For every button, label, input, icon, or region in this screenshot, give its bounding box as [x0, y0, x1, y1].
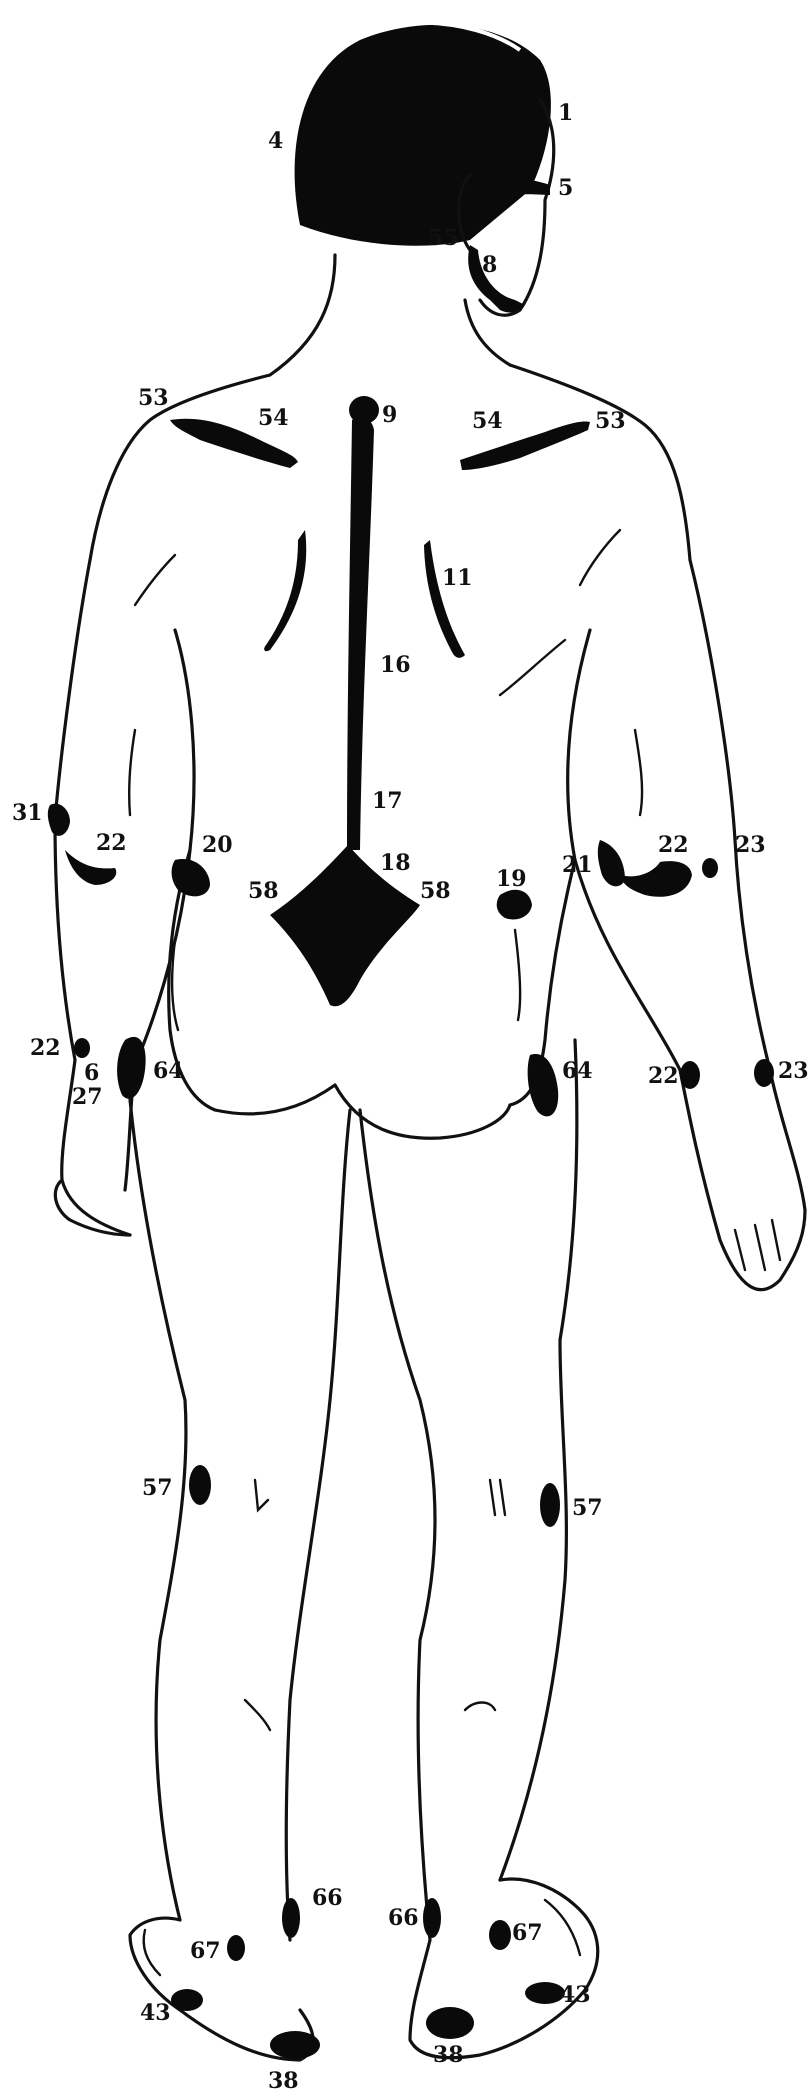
spot-67-left [227, 1935, 245, 1961]
label-22-right-wrist: 22 [648, 1063, 679, 1089]
label-54-left: 54 [258, 405, 289, 431]
label-66-left: 66 [312, 1885, 343, 1911]
label-23-right: 23 [735, 832, 766, 858]
body-outline [55, 255, 805, 2060]
label-11: 11 [442, 565, 473, 591]
spot-43-right [525, 1982, 565, 2004]
label-1: 1 [558, 100, 573, 126]
spot-23-right-wrist [754, 1059, 774, 1087]
hair-mass [295, 25, 551, 246]
label-53-left: 53 [138, 385, 169, 411]
label-66-right: 66 [388, 1905, 419, 1931]
spot-64-right [528, 1054, 559, 1116]
label-22-left-elbow: 22 [96, 830, 127, 856]
spot-21-right [598, 840, 625, 886]
spot-38-right [426, 2007, 474, 2039]
label-67-left: 67 [190, 1938, 221, 1964]
spot-57-right [540, 1483, 560, 1527]
label-4: 4 [268, 128, 283, 154]
spot-11-right [424, 540, 465, 658]
spot-38-left [270, 2031, 320, 2059]
spot-22-right-elbow [620, 861, 692, 897]
label-38-right: 38 [433, 2042, 464, 2068]
label-64-left: 64 [153, 1058, 184, 1084]
label-6-left-wrist: 6 [84, 1060, 99, 1086]
label-43-left: 43 [140, 2000, 171, 2026]
label-18: 18 [380, 850, 411, 876]
spot-23-right [702, 858, 718, 878]
label-43-right: 43 [560, 1982, 591, 2008]
label-23-right-wrist: 23 [778, 1058, 809, 1084]
label-5: 5 [558, 175, 573, 201]
spot-31-left [48, 804, 70, 836]
label-64-right: 64 [562, 1058, 593, 1084]
spot-64-left [117, 1037, 146, 1099]
spot-19-right [497, 890, 532, 920]
label-19-right: 19 [496, 866, 527, 892]
label-21-right: 21 [562, 852, 593, 878]
label-38-left: 38 [268, 2068, 299, 2094]
label-22-right-elbow: 22 [658, 832, 689, 858]
label-27-left-wrist: 27 [72, 1084, 103, 1110]
label-57-right: 57 [572, 1495, 603, 1521]
label-20-left: 20 [202, 832, 233, 858]
label-31-left: 31 [12, 800, 43, 826]
label-67-right: 67 [512, 1920, 543, 1946]
spine-line-16-17 [347, 418, 374, 850]
spot-22-right-wrist [680, 1061, 700, 1089]
label-53-right: 53 [595, 408, 626, 434]
spots [48, 396, 774, 2059]
label-57-left: 57 [142, 1475, 173, 1501]
spot-66-right [423, 1898, 441, 1938]
label-58-left: 58 [248, 878, 279, 904]
spot-20-left [172, 859, 210, 896]
label-54-right: 54 [472, 408, 503, 434]
label-58-right: 58 [420, 878, 451, 904]
label-55: 55 [428, 225, 459, 251]
spot-66-left [282, 1898, 300, 1938]
spot-67-right [489, 1920, 511, 1950]
label-16: 16 [380, 652, 411, 678]
spot-43-left [171, 1989, 203, 2011]
label-8: 8 [482, 252, 497, 278]
spot-57-left [189, 1465, 211, 1505]
spot-22-left-wrist [74, 1038, 90, 1058]
label-17: 17 [372, 788, 403, 814]
label-22-left-wrist: 22 [30, 1035, 61, 1061]
label-9: 9 [382, 402, 397, 428]
spot-11-left [264, 530, 306, 651]
